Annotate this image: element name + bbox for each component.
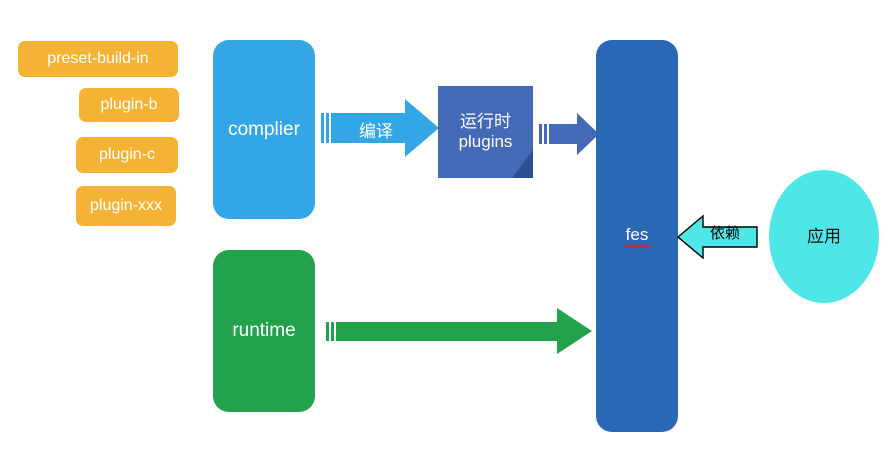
- chip-plugin-b[interactable]: plugin-b: [79, 88, 179, 122]
- node-runtime-label: runtime: [232, 320, 296, 342]
- depends-arrow-label: 依赖: [709, 224, 740, 242]
- runtime-to-fes-arrow[interactable]: [326, 305, 594, 357]
- node-plugins-line2: plugins: [458, 132, 513, 151]
- node-app-label: 应用: [807, 226, 841, 246]
- chip-label: plugin-b: [100, 95, 158, 113]
- depends-arrow[interactable]: [677, 212, 759, 262]
- node-fes[interactable]: fes: [596, 40, 678, 432]
- chip-plugin-xxx[interactable]: plugin-xxx: [76, 186, 176, 226]
- node-complier-label: complier: [228, 118, 300, 140]
- chip-label: plugin-c: [98, 145, 156, 163]
- compile-arrow[interactable]: [321, 96, 441, 162]
- node-runtime[interactable]: runtime: [213, 250, 315, 412]
- plugins-to-fes-arrow[interactable]: [539, 110, 601, 158]
- node-app[interactable]: 应用: [769, 170, 879, 303]
- chip-label: preset-build-in: [47, 49, 149, 67]
- node-fes-label: fes: [625, 225, 649, 245]
- chip-plugin-c[interactable]: plugin-c: [76, 137, 178, 173]
- chip-preset-build-in[interactable]: preset-build-in: [18, 41, 178, 77]
- spellcheck-squiggle-icon: [624, 243, 652, 248]
- chip-label: plugin-xxx: [89, 196, 163, 214]
- node-plugins-line1: 运行时: [460, 112, 511, 132]
- compile-arrow-label: 编译: [359, 121, 393, 141]
- node-complier[interactable]: complier: [213, 40, 315, 219]
- node-fes-label-wrap: fes: [624, 225, 652, 248]
- node-runtime-plugins[interactable]: 运行时 plugins: [438, 86, 533, 178]
